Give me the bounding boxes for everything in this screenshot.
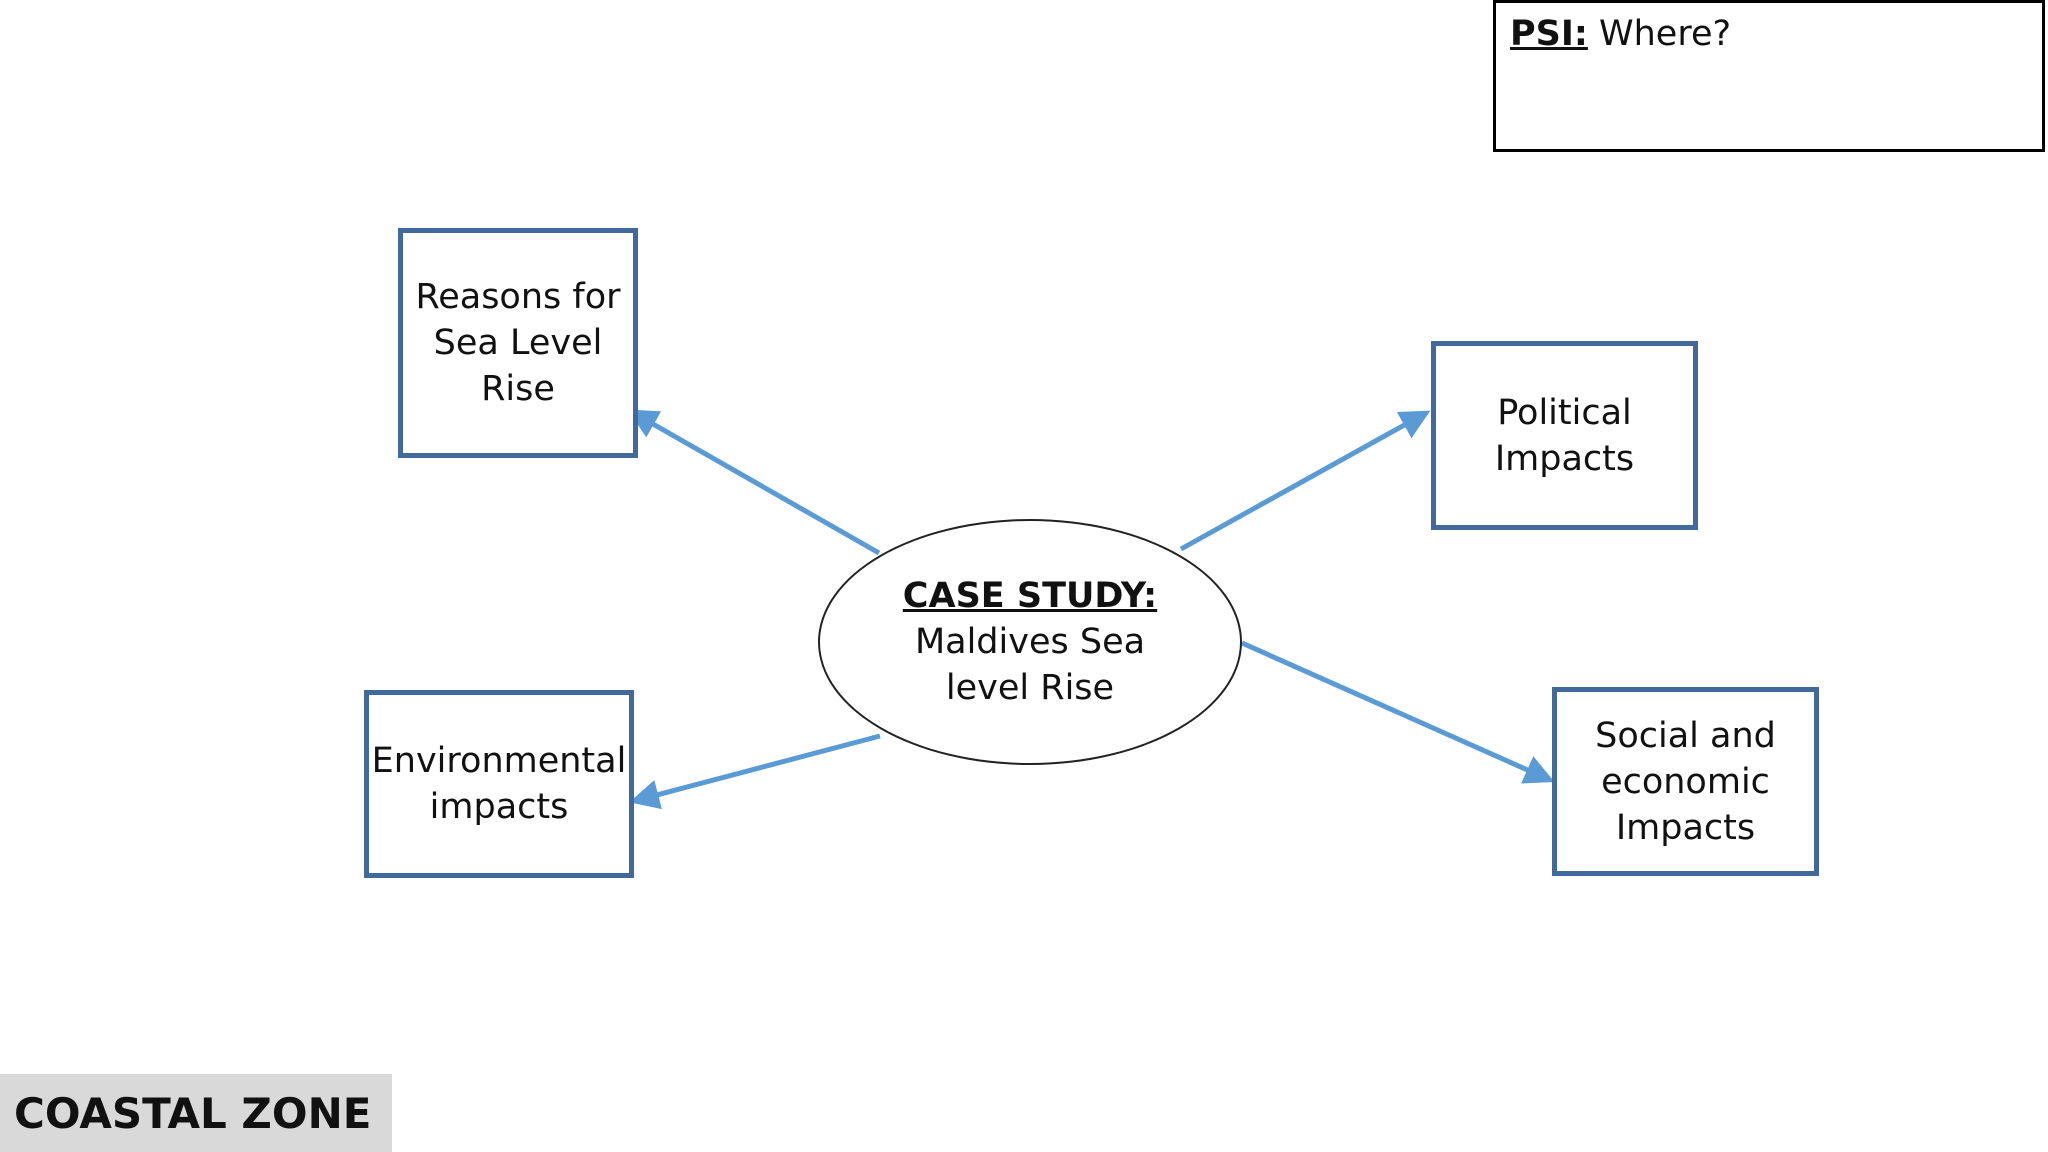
case-study-body: Maldives Sea level Rise — [914, 622, 1146, 708]
psi-question: Where? — [1587, 14, 1732, 54]
arrow-to-reasons — [627, 409, 881, 556]
case-study-ellipse: CASE STUDY: Maldives Sea level Rise — [818, 519, 1242, 765]
arrow-to-environmental — [629, 733, 881, 810]
psi-box: PSI: Where? — [1493, 0, 2045, 152]
psi-label: PSI: — [1510, 14, 1588, 54]
node-political-impacts: Political Impacts — [1431, 341, 1698, 530]
case-study-title: CASE STUDY: — [902, 576, 1158, 616]
node-social-economic-impacts: Social and economic Impacts — [1552, 687, 1819, 876]
node-environmental-impacts: Environmental impacts — [364, 690, 634, 878]
arrow-to-political — [1179, 410, 1431, 552]
arrow-to-social — [1240, 640, 1555, 784]
coastal-zone-label: COASTAL ZONE — [0, 1074, 392, 1152]
node-reasons-for-sea-level-rise: Reasons for Sea Level Rise — [398, 228, 638, 458]
